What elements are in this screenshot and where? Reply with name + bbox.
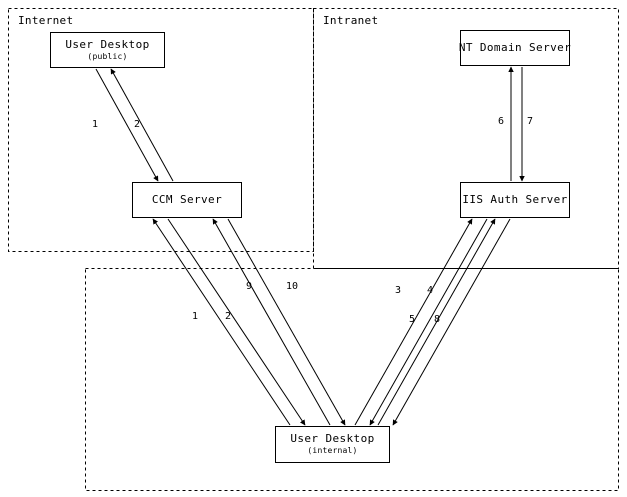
flow-arrow-9 xyxy=(212,218,331,426)
node-user-desktop-internal[interactable]: User Desktop(internal) xyxy=(275,426,390,463)
zone-boundary-internal-network xyxy=(85,268,619,491)
zone-boundaries xyxy=(8,8,619,491)
flow-label-9: 9 xyxy=(246,281,253,292)
node-ccm-server[interactable]: CCM Server xyxy=(132,182,242,218)
flow-arrows xyxy=(95,66,525,426)
flow-label-1b: 1 xyxy=(192,311,199,322)
zone-label-intranet: Intranet xyxy=(323,14,379,27)
flow-label-10: 10 xyxy=(286,281,299,292)
flow-arrow-2a xyxy=(110,68,174,182)
node-title: NT Domain Server xyxy=(458,40,572,54)
flow-arrow-1a xyxy=(95,68,159,182)
flow-arrow-4 xyxy=(369,218,488,426)
flow-label-2b: 2 xyxy=(225,311,232,322)
flow-arrow-8 xyxy=(392,218,511,426)
node-title: User Desktop xyxy=(65,37,150,51)
flow-arrow-2b xyxy=(167,218,306,426)
flow-arrow-1b xyxy=(152,218,291,426)
flow-label-4: 4 xyxy=(427,285,434,296)
zone-boundary-intranet xyxy=(313,8,619,269)
flow-arrow-5 xyxy=(377,218,496,426)
node-iis-auth-server[interactable]: IIS Auth Server xyxy=(460,182,570,218)
flow-label-2a: 2 xyxy=(134,119,141,130)
flow-label-3: 3 xyxy=(395,285,402,296)
node-subtitle: (public) xyxy=(87,51,128,61)
node-title: User Desktop xyxy=(290,432,375,446)
node-nt-domain-server[interactable]: NT Domain Server xyxy=(458,30,572,66)
flow-label-6: 6 xyxy=(498,116,505,127)
flow-label-8: 8 xyxy=(434,314,441,325)
flow-label-7: 7 xyxy=(527,116,534,127)
flow-arrow-3 xyxy=(354,218,473,426)
node-title: IIS Auth Server xyxy=(462,192,568,206)
node-title: CCM Server xyxy=(151,192,223,206)
node-user-desktop-public[interactable]: User Desktop(public) xyxy=(50,32,165,68)
zone-label-internet: Internet xyxy=(18,14,74,27)
flow-label-5: 5 xyxy=(409,314,416,325)
flow-label-1a: 1 xyxy=(92,119,99,130)
flow-arrow-10 xyxy=(227,218,346,426)
node-subtitle: (internal) xyxy=(307,446,358,456)
